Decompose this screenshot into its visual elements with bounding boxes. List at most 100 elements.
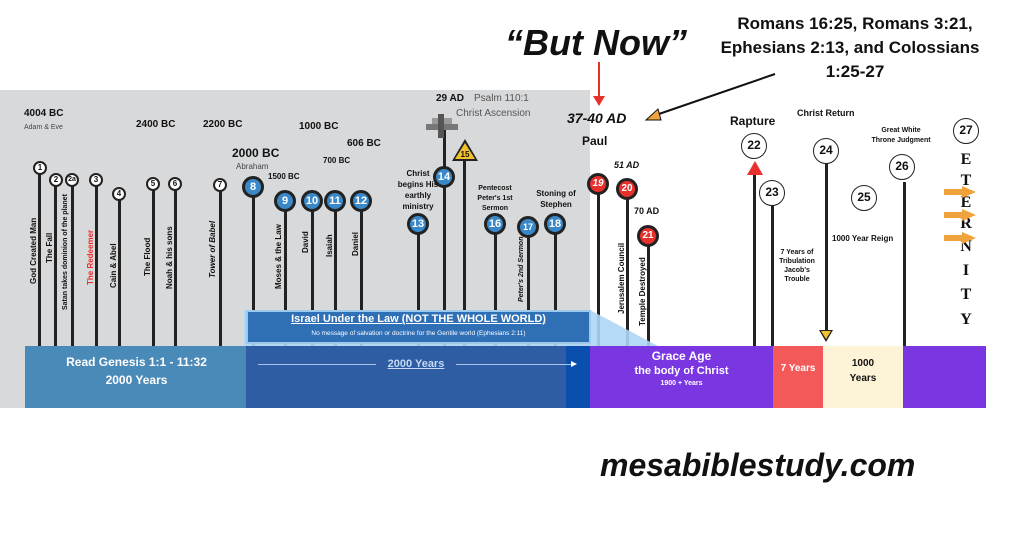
great-white-throne-l1: Great White (881, 127, 921, 134)
line-2 (54, 185, 57, 346)
marker-14: 14 (433, 166, 455, 188)
event-pentecost: Pentecost Peter's 1st Sermon (470, 184, 520, 214)
great-white-throne: Great White Throne Judgment (862, 126, 940, 146)
israel-box-subtitle: No message of salvation or doctrine for … (311, 330, 526, 337)
marker-27: 27 (953, 118, 979, 144)
eternity-arrow-2-icon (962, 209, 976, 221)
warning-triangle-icon: 15 (452, 139, 478, 161)
line-16 (494, 232, 497, 346)
line-1 (38, 172, 41, 346)
marker-10: 10 (301, 190, 323, 212)
psalm-ref: Psalm 110:1 (474, 93, 529, 104)
grace-band-line-2: the body of Christ (634, 365, 729, 377)
range-label: 37-40 AD (567, 110, 627, 126)
marker-17: 17 (517, 216, 539, 238)
marker-25: 25 (851, 185, 877, 211)
line-22 (753, 172, 756, 346)
date-606bc: 606 BC (347, 138, 381, 149)
event-stoning-stephen: Stoning of Stephen (530, 188, 582, 210)
event-daniel: Daniel (351, 231, 360, 256)
israel-edge-band (566, 346, 590, 408)
event-moses-law: Moses & the Law (274, 224, 283, 289)
line-17 (527, 232, 530, 346)
israel-band-years: 2000 Years (376, 358, 456, 370)
marker-18: 18 (544, 213, 566, 235)
event-christ-ministry-l4: ministry (402, 202, 434, 211)
marker-16: 16 (484, 213, 506, 235)
marker-23: 23 (759, 180, 785, 206)
marker-2a: 2a (65, 173, 79, 187)
eternity-letter-3: E (960, 194, 972, 211)
event-isaiah: Isaiah (325, 234, 334, 257)
israel-box-title: Israel Under the Law (NOT THE WHOLE WORL… (291, 313, 546, 325)
eternity-letter-5: N (960, 238, 972, 255)
event-pentecost-l1: Pentecost (478, 185, 512, 192)
line-19 (597, 190, 600, 346)
eternity-letter-4: R (960, 215, 972, 232)
event-christ-ministry: Christ begins His earthly ministry (393, 168, 443, 212)
date-51ad: 51 AD (614, 160, 640, 170)
christ-return-arrow-fill (821, 331, 831, 339)
references-line-2: Ephesians 2:13, and Colossians (720, 38, 980, 57)
event-peters-second-sermon: Peter's 2nd Sermon (518, 236, 525, 302)
line-14 (443, 120, 446, 346)
marker-19: 19 (587, 173, 609, 195)
marker-7: 7 (213, 178, 227, 192)
line-8 (252, 195, 255, 346)
israel-under-law-box (246, 310, 591, 344)
marker-22: 22 (741, 133, 767, 159)
red-arrow-shaft (598, 62, 600, 98)
millennium-band-line-2: Years (849, 373, 877, 384)
marker-1: 1 (33, 161, 47, 175)
eternity-letter-6: I (962, 262, 970, 279)
marker-20: 20 (616, 178, 638, 200)
event-stoning-stephen-l1: Stoning of (536, 189, 576, 198)
marker-2: 2 (49, 173, 63, 187)
event-cain-abel: Cain & Abel (109, 243, 118, 288)
millennium-band (823, 346, 903, 408)
line-11 (334, 205, 337, 346)
thousand-year-reign-label: 1000 Year Reign (832, 234, 894, 243)
event-the-fall: The Fall (45, 232, 54, 263)
tribulation-l4: Trouble (784, 276, 810, 283)
marker-26: 26 (889, 154, 915, 180)
event-stoning-stephen-l2: Stephen (540, 200, 572, 209)
eternity-band (903, 346, 986, 408)
date-29ad: 29 AD (436, 93, 464, 104)
ascension-label: Christ Ascension (456, 108, 531, 119)
event-satan-dominion: Satan takes dominion of the planet (62, 194, 69, 310)
line-2a (71, 185, 74, 346)
grace-band (590, 346, 773, 408)
event-noah-sons: Noah & his sons (165, 226, 174, 289)
marker-4: 4 (112, 187, 126, 201)
tribulation-l2: Tribulation (779, 258, 815, 265)
line-24 (825, 162, 828, 334)
date-1000bc: 1000 BC (299, 121, 339, 132)
great-white-throne-l2: Throne Judgment (871, 137, 931, 144)
date-4004bc-sub: Adam & Eve (24, 124, 63, 131)
marker-13: 13 (407, 213, 429, 235)
rapture-up-arrow-icon (747, 161, 763, 175)
line-20 (626, 196, 629, 346)
line-26 (903, 182, 906, 346)
event-tower-of-babel: Tower of Babel (208, 220, 217, 278)
references-line-3: 1:25-27 (825, 62, 885, 81)
christ-return-label: Christ Return (797, 108, 855, 118)
line-15 (463, 160, 466, 346)
site-url: mesabiblestudy.com (600, 447, 916, 483)
ascension-picture-icon (426, 114, 458, 138)
marker-11: 11 (324, 190, 346, 212)
date-70ad: 70 AD (634, 206, 660, 216)
date-1500bc: 1500 BC (268, 172, 300, 181)
marker-12: 12 (350, 190, 372, 212)
event-jerusalem-council: Jerusalem Council (617, 242, 626, 314)
marker-8: 8 (242, 176, 264, 198)
marker-21: 21 (637, 225, 659, 247)
event-pentecost-l2: Peter's 1st (477, 195, 513, 202)
millennium-band-line-1: 1000 (851, 358, 875, 369)
event-christ-ministry-l2: begins His (397, 180, 439, 189)
eternity-letter-1: E (960, 151, 972, 168)
marker-24: 24 (813, 138, 839, 164)
tribulation-l1: 7 Years of (780, 249, 814, 256)
references-line-1: Romans 16:25, Romans 3:21, (737, 14, 973, 33)
